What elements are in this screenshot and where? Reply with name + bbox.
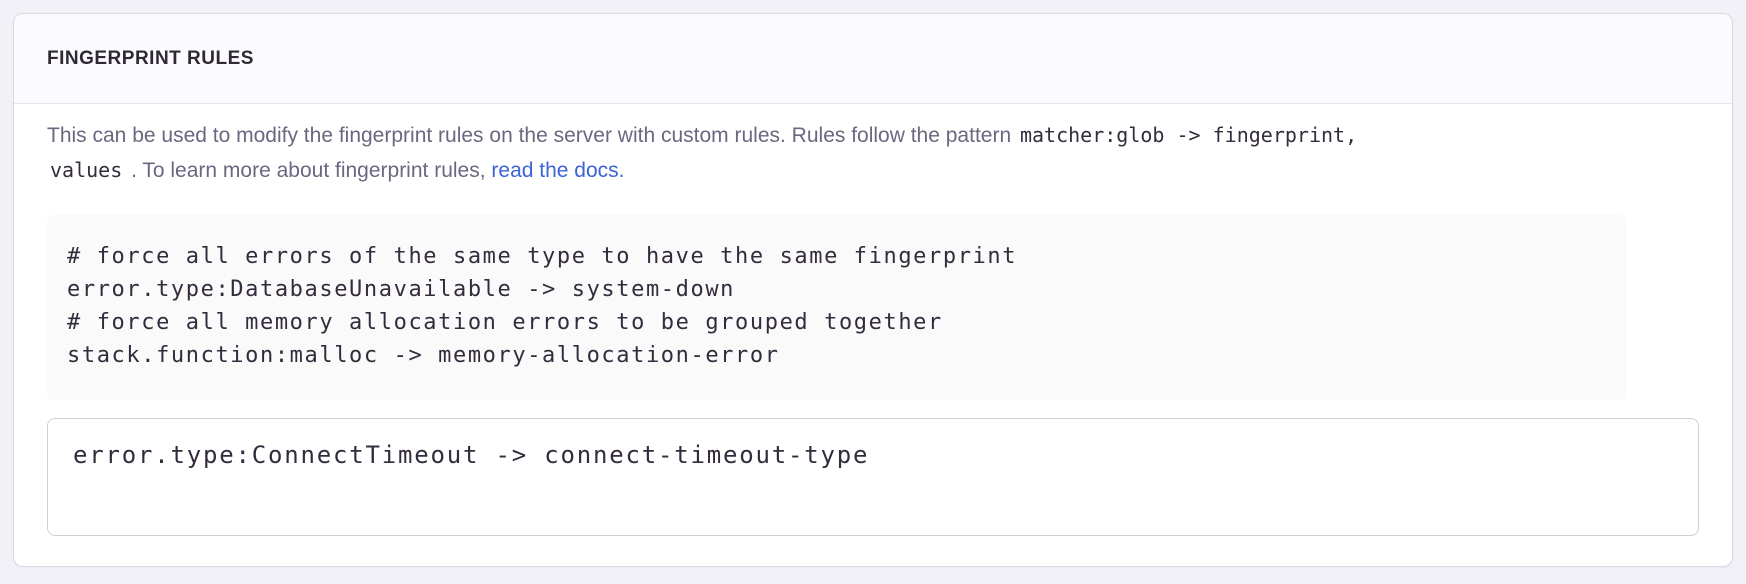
fingerprint-rules-panel: FINGERPRINT RULES This can be used to mo… [13,13,1733,567]
panel-body: This can be used to modify the fingerpri… [14,104,1732,566]
panel-description: This can be used to modify the fingerpri… [47,118,1699,188]
read-the-docs-link[interactable]: read the docs. [491,159,625,182]
panel-title: FINGERPRINT RULES [47,47,254,69]
example-code-block: # force all errors of the same type to h… [47,215,1627,400]
pattern-inline-code-1: matcher:glob -> fingerprint, [1019,123,1358,147]
fingerprint-rules-textarea[interactable]: error.type:ConnectTimeout -> connect-tim… [47,418,1699,536]
description-text-2: . To learn more about fingerprint rules, [125,159,492,182]
pattern-inline-code-2: values [50,158,123,182]
panel-header: FINGERPRINT RULES [14,14,1732,104]
description-text-1: This can be used to modify the fingerpri… [47,124,1017,147]
